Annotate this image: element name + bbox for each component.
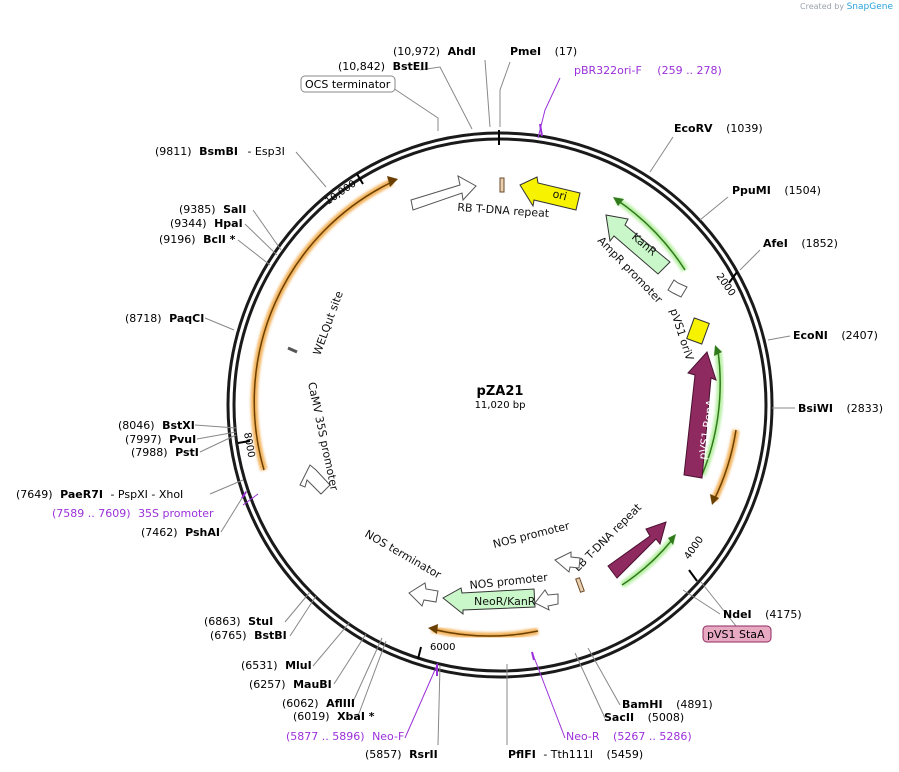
feature-nos-terminator-label: NOS terminator xyxy=(363,527,444,581)
site-pvui[interactable]: (7997) PvuI xyxy=(125,433,196,446)
pvs1-staa-label: pVS1 StaA xyxy=(707,628,765,641)
site-pmei[interactable]: PmeI (17) xyxy=(510,45,577,58)
snapgene-credit: Created by SnapGene xyxy=(800,2,893,12)
site-pshai[interactable]: (7462) PshAI xyxy=(141,526,220,539)
site-bsmbi[interactable]: (9811) BsmBI - Esp3I xyxy=(155,145,285,158)
site-hpai[interactable]: (9344) HpaI xyxy=(170,217,243,230)
feature-ori-label: ori xyxy=(551,187,568,203)
feature-nos-promoter-arrow-1[interactable] xyxy=(554,551,581,573)
feature-pvs1-repa-arrow[interactable] xyxy=(683,351,717,479)
site-bstbi[interactable]: (6765) BstBI xyxy=(210,629,287,642)
primer-marker-35s xyxy=(241,491,247,499)
site-bstxi[interactable]: (8046) BstXI xyxy=(118,419,195,432)
feature-nos-promoter-label-2: NOS promoter xyxy=(469,571,549,592)
feature-neokanr-label: NeoR/KanR xyxy=(474,595,536,608)
feature-nos-terminator-arrow[interactable] xyxy=(408,582,439,607)
feature-lb-repeat-label: LB T-DNA repeat xyxy=(571,501,645,575)
credit-prefix: Created by xyxy=(800,2,845,11)
site-bsteii[interactable]: (10,842) BstEII xyxy=(338,60,428,73)
primer-35s[interactable]: (7589 .. 7609) 35S promoter xyxy=(52,507,214,520)
feature-lb-repeat-arrow[interactable] xyxy=(607,521,667,579)
scale-ticks xyxy=(237,173,738,660)
site-xbai[interactable]: (6019) XbaI * xyxy=(293,710,375,723)
primer-neo-f[interactable]: (5877 .. 5896) Neo-F xyxy=(286,730,404,743)
feature-nos-promoter-label-1: NOS promoter xyxy=(492,519,572,551)
feature-rb-repeat-arrow[interactable] xyxy=(410,175,477,211)
feature-neokanr-arrow[interactable] xyxy=(442,587,536,616)
feature-rb-repeat-marker xyxy=(499,177,505,193)
tick-label-6000: 6000 xyxy=(430,642,455,653)
site-mlui[interactable]: (6531) MluI xyxy=(241,659,312,672)
site-rsrii[interactable]: (5857) RsrII xyxy=(365,748,438,761)
site-ecorv[interactable]: EcoRV (1039) xyxy=(674,122,763,135)
site-ppumi[interactable]: PpuMI (1504) xyxy=(732,184,821,197)
site-bcli[interactable]: (9196) BclI * xyxy=(159,233,236,246)
feature-kanr-arrow[interactable] xyxy=(605,214,671,275)
site-sacii[interactable]: SacII (5008) xyxy=(604,711,684,724)
primer-labels: pBR322ori-F (259 .. 278) (7589 .. 7609) … xyxy=(52,64,722,743)
primer-marker-neo-r xyxy=(531,651,535,661)
plasmid-name: pZA21 xyxy=(477,384,524,399)
pvs1-staa-box[interactable] xyxy=(702,625,772,643)
plasmid-length: 11,020 bp xyxy=(475,400,526,411)
feature-rb-repeat-label: RB T-DNA repeat xyxy=(457,201,550,220)
site-paer7i[interactable]: (7649) PaeR7I - PspXI - XhoI xyxy=(16,488,183,501)
credit-brand: SnapGene xyxy=(846,2,893,12)
site-labels: PmeI (17) (10,972) AhdI (10,842) BstEII … xyxy=(16,45,883,761)
site-bsiwi[interactable]: BsiWI (2833) xyxy=(798,402,883,415)
orf-arcs xyxy=(250,176,740,640)
ocs-terminator-box[interactable] xyxy=(300,75,396,93)
site-ndei[interactable]: NdeI (4175) xyxy=(723,608,802,621)
site-afliii[interactable]: (6062) AflIII xyxy=(282,697,355,710)
feature-ampr-promoter-arrow[interactable] xyxy=(667,279,688,298)
site-psti[interactable]: (7988) PstI xyxy=(131,446,199,459)
site-paqci[interactable]: (8718) PaqCI xyxy=(125,312,204,325)
primer-marker-pbr322 xyxy=(539,123,543,137)
site-afei[interactable]: AfeI (1852) xyxy=(763,237,838,250)
feature-lb-repeat-marker xyxy=(575,577,585,593)
feature-ori-arrow[interactable] xyxy=(519,176,581,211)
feature-welqut-label: WELQut site xyxy=(311,289,346,357)
site-stui[interactable]: (6863) StuI xyxy=(204,615,273,628)
site-pflfi[interactable]: PflFI - Tth111I (5459) xyxy=(508,748,643,761)
feature-welqut-marker xyxy=(287,346,298,354)
primer-pbr322ori-f[interactable]: pBR322ori-F (259 .. 278) xyxy=(574,64,722,77)
orf-arc-right-orange xyxy=(710,429,740,502)
tick-label-8000: 8000 xyxy=(241,432,256,459)
feature-nos-promoter-arrow-2[interactable] xyxy=(534,589,559,611)
site-ahdi[interactable]: (10,972) AhdI xyxy=(393,45,476,58)
site-maubi[interactable]: (6257) MauBI xyxy=(249,678,332,691)
primer-neo-r[interactable]: Neo-R (5267 .. 5286) xyxy=(566,730,692,743)
site-sali[interactable]: (9385) SalI xyxy=(179,203,246,216)
feature-pvs1-oriv-box[interactable] xyxy=(686,317,710,345)
site-econi[interactable]: EcoNI (2407) xyxy=(793,329,878,342)
site-bamhi[interactable]: BamHI (4891) xyxy=(622,698,713,711)
ocs-terminator-label: OCS terminator xyxy=(305,78,391,91)
feature-camv35s-arrow[interactable] xyxy=(299,464,331,495)
tick-label-4000: 4000 xyxy=(682,535,706,562)
